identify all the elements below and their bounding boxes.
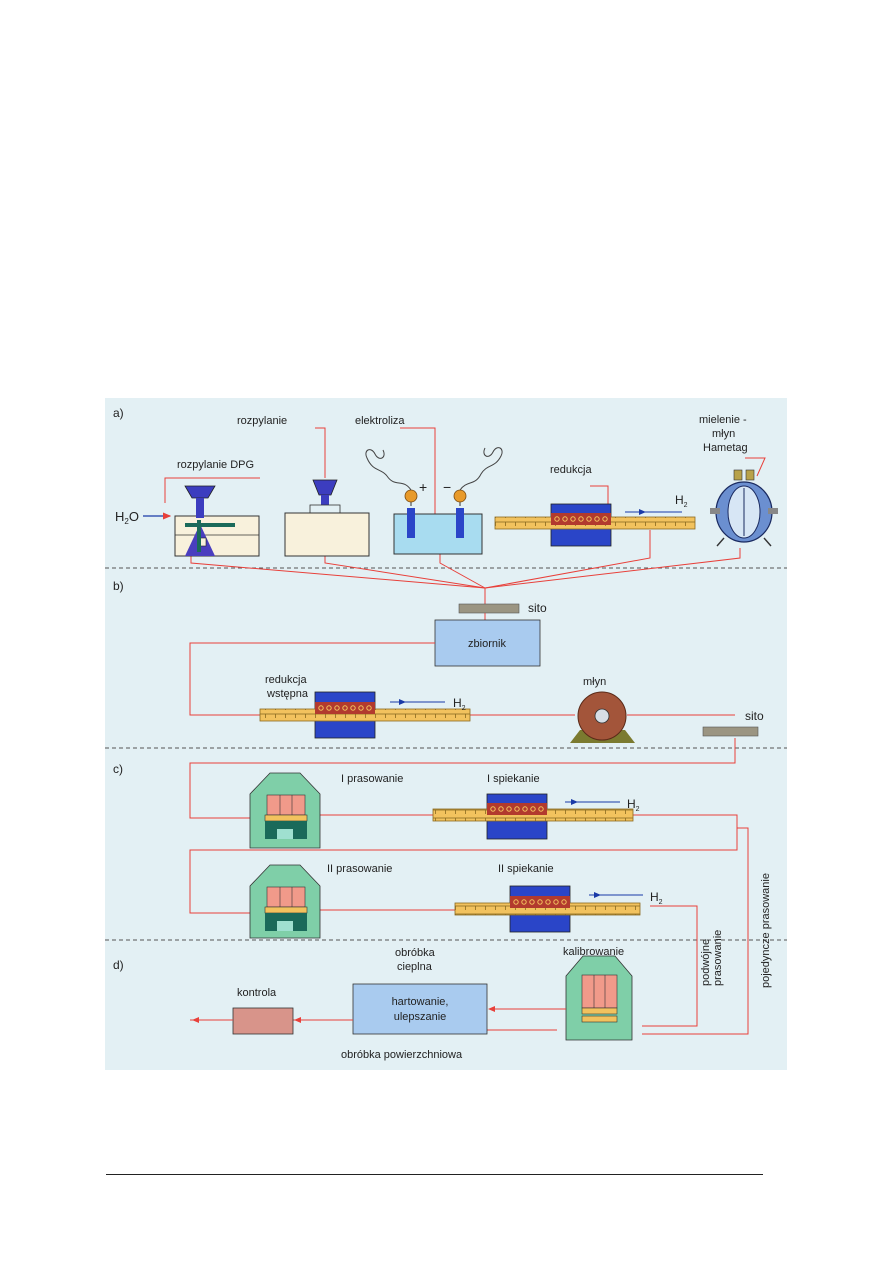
sito-b2 xyxy=(702,726,759,737)
obrobka-cieplna-label-2: cieplna xyxy=(397,961,433,973)
press-2 xyxy=(249,864,321,939)
sintering-furnace-1 xyxy=(432,793,634,840)
i-prasowanie-label: I prasowanie xyxy=(341,773,403,785)
zbiornik-label: zbiornik xyxy=(468,638,506,650)
zbiornik-tank xyxy=(434,619,541,667)
minus-sign: − xyxy=(443,479,451,495)
kontrola-box xyxy=(232,1007,294,1035)
section-b-label: b) xyxy=(113,579,124,593)
h2-label-c2: H2 xyxy=(650,890,663,906)
mlyn-label: młyn xyxy=(583,676,606,688)
section-b-flow-lines xyxy=(189,642,736,819)
hametag-mill xyxy=(710,469,778,547)
obrobka-powierzchniowa-label: obróbka powierzchniowa xyxy=(341,1049,463,1061)
mielenie-label-3: Hametag xyxy=(703,442,748,454)
reduction-furnace-a xyxy=(494,503,696,547)
pre-reduction-furnace xyxy=(259,691,471,739)
h2-label-c1: H2 xyxy=(627,797,640,813)
h2-label-b: H2 xyxy=(453,696,466,712)
heat-treatment-box xyxy=(352,983,488,1035)
ii-spiekanie-label: II spiekanie xyxy=(498,863,554,875)
podwojne-label-1: podwójne xyxy=(700,939,712,986)
plus-sign: + xyxy=(419,479,427,495)
mielenie-label-1: mielenie - xyxy=(699,414,747,426)
reduction-furnace-a-dots xyxy=(554,516,608,522)
section-c-label: c) xyxy=(113,762,123,776)
section-d-arrows xyxy=(192,1006,566,1023)
dpg-atomizer xyxy=(174,485,260,557)
sintering-furnace-2-dots xyxy=(513,899,567,905)
kalibrowanie-label: kalibrowanie xyxy=(563,946,624,958)
section-c-flow-lines xyxy=(189,814,749,1035)
kontrola-label: kontrola xyxy=(237,987,277,999)
ii-prasowanie-label: II prasowanie xyxy=(327,863,392,875)
pojedyncze-label: pojedyncze prasowanie xyxy=(760,873,772,988)
i-spiekanie-label: I spiekanie xyxy=(487,773,540,785)
sito-label-2: sito xyxy=(745,709,764,723)
obrobka-cieplna-label-1: obróbka xyxy=(395,947,436,959)
section-d-label: d) xyxy=(113,958,124,972)
mielenie-label-2: młyn xyxy=(712,428,735,440)
mill xyxy=(570,691,635,743)
diagram-panel xyxy=(105,398,787,1070)
sintering-furnace-2 xyxy=(454,885,641,933)
atomizer xyxy=(284,479,370,557)
redukcja-wstepna-label-1: redukcja xyxy=(265,674,307,686)
redukcja-wstepna-label-2: wstępna xyxy=(266,688,309,700)
section-a-label: a) xyxy=(113,406,124,420)
pre-reduction-furnace-dots xyxy=(318,705,372,711)
dpg-label: rozpylanie DPG xyxy=(177,459,254,471)
h2o-label: H2O xyxy=(115,509,139,526)
page-footer-rule xyxy=(106,1174,763,1175)
powder-metallurgy-process-diagram: a) b) c) d) H2O rozpylanie DPG xyxy=(105,398,787,1070)
rozpylanie-label: rozpylanie xyxy=(237,415,287,427)
hartowanie-label-2: ulepszanie xyxy=(394,1011,447,1023)
podwojne-label-2: prasowanie xyxy=(712,930,724,986)
elektroliza-label: elektroliza xyxy=(355,415,405,427)
sintering-furnace-1-dots xyxy=(490,806,544,812)
hartowanie-label-1: hartowanie, xyxy=(392,996,449,1008)
calibration-press xyxy=(565,955,633,1041)
h2-label-a: H2 xyxy=(675,493,688,509)
sito-label: sito xyxy=(528,601,547,615)
press-1 xyxy=(249,772,321,849)
electrolysis-cell xyxy=(365,447,503,555)
sito-b xyxy=(458,603,520,614)
redukcja-label: redukcja xyxy=(550,464,592,476)
